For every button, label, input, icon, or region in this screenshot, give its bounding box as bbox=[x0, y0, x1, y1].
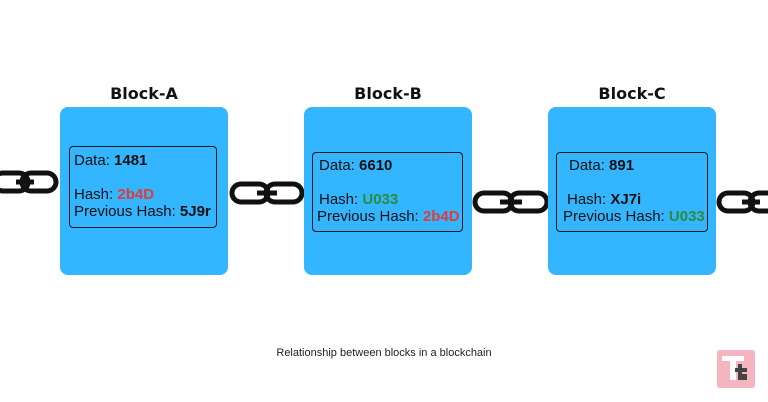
block-a-panel: Data: 1481 Hash: 2b4D Previous Hash: 5J9… bbox=[69, 146, 217, 228]
block-c: Data: 891 Hash: XJ7i Previous Hash: U033 bbox=[548, 107, 716, 275]
prev-hash-label: Previous Hash: bbox=[317, 208, 423, 225]
block-b: Data: 6610 Hash: U033 Previous Hash: 2b4… bbox=[304, 107, 472, 275]
hash-label: Hash: bbox=[74, 186, 118, 203]
hash-value: XJ7i bbox=[610, 191, 642, 208]
data-value: 1481 bbox=[114, 152, 148, 169]
prev-hash-value: 2b4D bbox=[422, 208, 460, 225]
block-c-prev-row: Previous Hash: U033 bbox=[563, 208, 707, 225]
diagram-caption: Relationship between blocks in a blockch… bbox=[276, 347, 492, 359]
chain-link-icon bbox=[716, 190, 768, 214]
chain-link-icon bbox=[472, 190, 550, 214]
hash-label: Hash: bbox=[319, 191, 363, 208]
data-value: 6610 bbox=[359, 157, 393, 174]
data-label: Data: bbox=[569, 157, 610, 174]
hash-value: U033 bbox=[362, 191, 399, 208]
logo-glyph-icon bbox=[722, 356, 747, 380]
block-b-prev-row: Previous Hash: 2b4D bbox=[317, 208, 462, 225]
block-b-title: Block-B bbox=[354, 84, 422, 103]
block-c-title: Block-C bbox=[598, 84, 666, 103]
prev-hash-value: U033 bbox=[668, 208, 705, 225]
prev-hash-value: 5J9r bbox=[179, 203, 211, 220]
chain-link-icon bbox=[229, 181, 305, 205]
block-a-prev-row: Previous Hash: 5J9r bbox=[74, 203, 216, 220]
block-a-hash-row: Hash: 2b4D bbox=[74, 186, 216, 203]
block-a-title: Block-A bbox=[110, 84, 178, 103]
data-label: Data: bbox=[319, 157, 360, 174]
block-a: Data: 1481 Hash: 2b4D Previous Hash: 5J9… bbox=[60, 107, 228, 275]
prev-hash-label: Previous Hash: bbox=[74, 203, 180, 220]
block-a-data-row: Data: 1481 bbox=[74, 152, 216, 169]
block-c-hash-row: Hash: XJ7i bbox=[565, 191, 707, 208]
chain-link-icon bbox=[0, 170, 59, 194]
data-label: Data: bbox=[74, 152, 115, 169]
hash-label: Hash: bbox=[567, 191, 611, 208]
block-b-hash-row: Hash: U033 bbox=[319, 191, 462, 208]
block-c-data-row: Data: 891 bbox=[565, 157, 707, 174]
block-c-panel: Data: 891 Hash: XJ7i Previous Hash: U033 bbox=[556, 152, 708, 232]
site-logo bbox=[717, 350, 755, 388]
prev-hash-label: Previous Hash: bbox=[563, 208, 669, 225]
hash-value: 2b4D bbox=[117, 186, 155, 203]
block-b-panel: Data: 6610 Hash: U033 Previous Hash: 2b4… bbox=[312, 152, 463, 232]
data-value: 891 bbox=[609, 157, 635, 174]
block-b-data-row: Data: 6610 bbox=[319, 157, 462, 174]
